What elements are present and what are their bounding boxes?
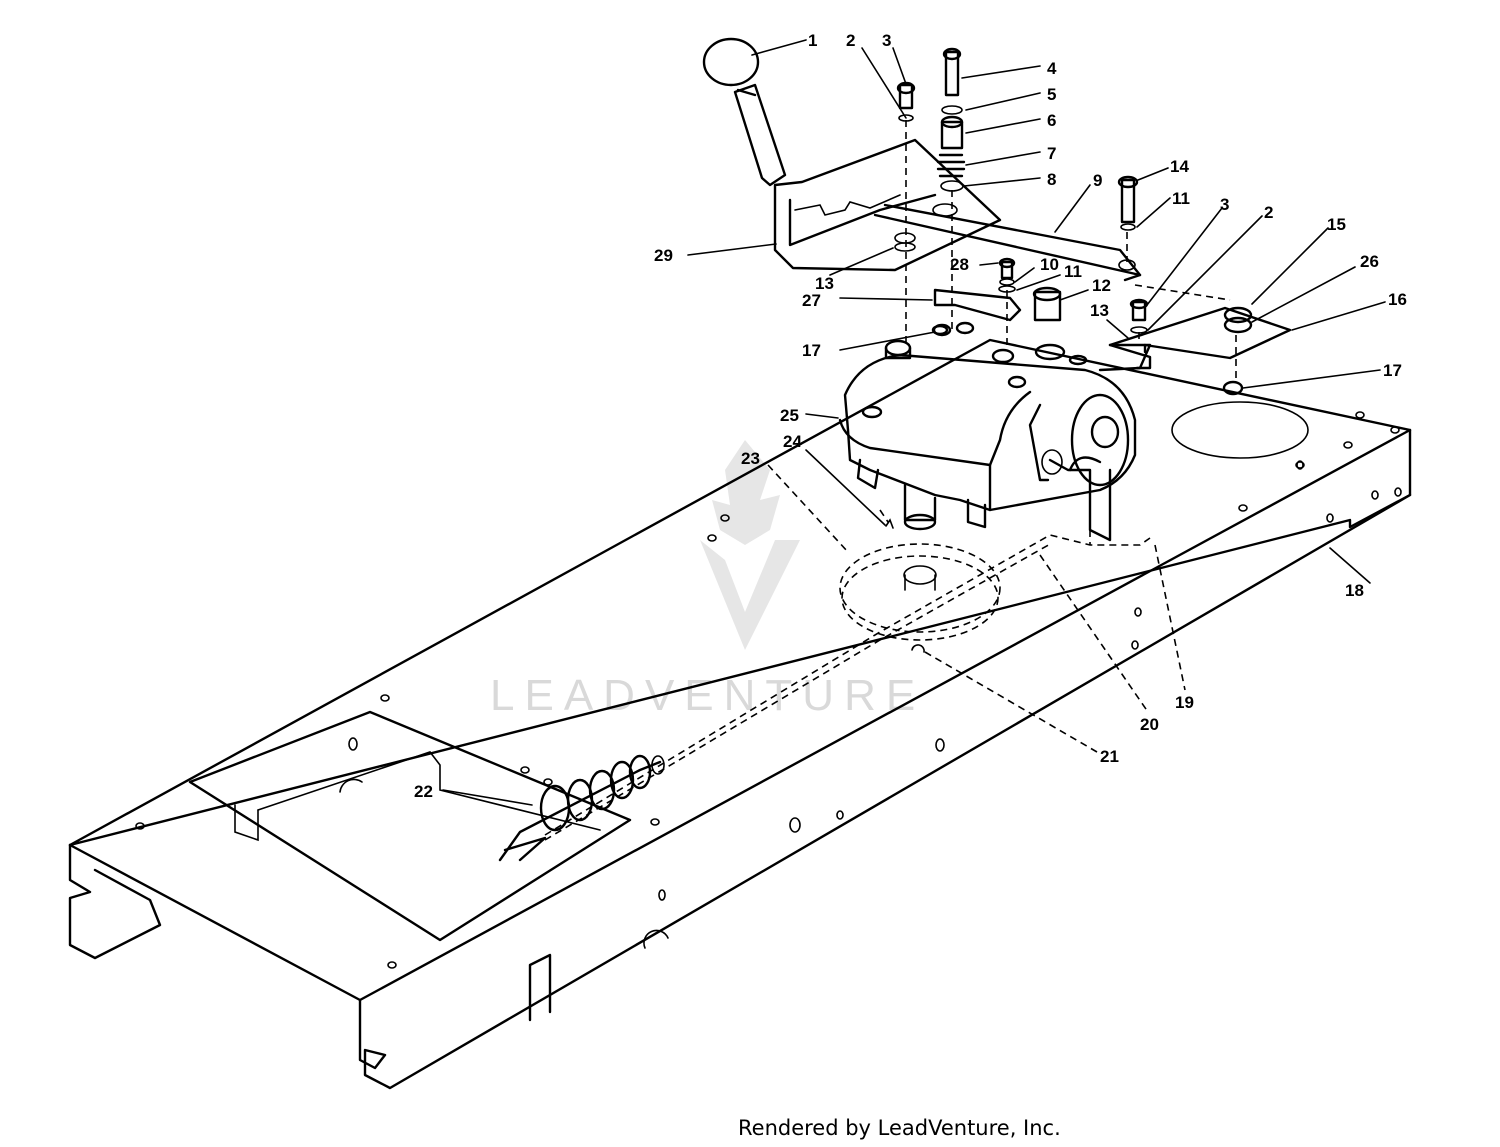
- callout-3: 3: [882, 31, 891, 50]
- callout-1: 1: [808, 31, 817, 50]
- callout-18: 18: [1345, 581, 1364, 600]
- footer-credit: Rendered by LeadVenture, Inc.: [738, 1116, 1061, 1140]
- callout-3: 3: [1220, 195, 1229, 214]
- callout-11: 11: [1172, 189, 1190, 208]
- callout-24: 24: [783, 432, 802, 451]
- callout-20: 20: [1140, 715, 1159, 734]
- callout-10: 10: [1040, 255, 1059, 274]
- callout-21: 21: [1100, 747, 1119, 766]
- callout-labels: 1 2 3 4 5 6 7 8 9 14 11 3 2 15 26 16 29 …: [414, 31, 1407, 801]
- callout-17: 17: [1383, 361, 1402, 380]
- callout-2: 2: [846, 31, 855, 50]
- callout-17: 17: [802, 341, 821, 360]
- callout-25: 25: [780, 406, 799, 425]
- callout-22: 22: [414, 782, 433, 801]
- callout-26: 26: [1360, 252, 1379, 271]
- callout-2: 2: [1264, 203, 1273, 222]
- pulley: [839, 518, 1001, 653]
- exploded-centerlines: [879, 120, 1237, 545]
- callout-13: 13: [815, 274, 834, 293]
- transmission: [838, 321, 1152, 542]
- callout-13: 13: [1090, 301, 1109, 320]
- callout-6: 6: [1047, 111, 1056, 130]
- callout-14: 14: [1170, 157, 1189, 176]
- shift-lever-assembly: [702, 37, 1142, 282]
- callout-23: 23: [741, 449, 760, 468]
- callout-7: 7: [1047, 144, 1056, 163]
- callout-16: 16: [1388, 290, 1407, 309]
- leader-lines: [442, 39, 1386, 806]
- callout-15: 15: [1327, 215, 1346, 234]
- callout-19: 19: [1175, 693, 1194, 712]
- callout-9: 9: [1093, 171, 1102, 190]
- callout-5: 5: [1047, 85, 1056, 104]
- shift-cable: [544, 534, 1151, 841]
- callout-11: 11: [1064, 262, 1082, 281]
- callout-28: 28: [950, 255, 969, 274]
- callout-12: 12: [1092, 276, 1111, 295]
- hardware: [894, 47, 1292, 396]
- callout-4: 4: [1047, 59, 1057, 78]
- callout-29: 29: [654, 246, 673, 265]
- chassis-frame: [68, 338, 1412, 1090]
- spring: [498, 754, 665, 862]
- callout-8: 8: [1047, 170, 1056, 189]
- callout-27: 27: [802, 291, 821, 310]
- watermark-text: LEADVENTURE: [490, 671, 925, 720]
- watermark: LEADVENTURE: [490, 440, 925, 720]
